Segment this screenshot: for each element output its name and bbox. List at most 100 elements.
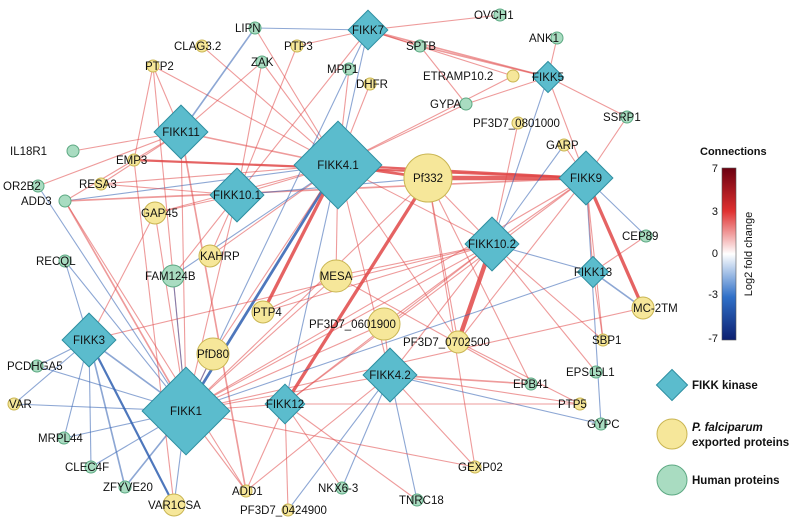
scale-tick: 7 [712,163,718,175]
node-ptp5 [573,397,587,411]
node-ptp2 [146,59,160,73]
edge-fikk7-ovch1 [367,14,501,31]
edge-fikk1-pf3d7-0601900 [185,323,385,412]
human-protein-circle [620,110,634,124]
edge-fikk10-2-sbp1 [491,243,604,341]
node-fikk3 [61,312,117,368]
edge-fikk10-2-garp [491,144,565,245]
node-label: OR2B2 [3,181,41,193]
node-label: FIKK5 [532,72,564,84]
node-recql [58,254,72,268]
node-etramp10-2 [506,69,520,83]
edge-fikk11-lipn [180,27,256,133]
node-cep89 [639,229,653,243]
human-protein-circle [31,179,45,193]
node-mrpl44 [57,431,71,445]
edge-fikk9-fikk1 [185,177,587,412]
exported-protein-circle [239,484,253,498]
node-label: FAM124B [145,271,196,283]
edge-ptp5-pf3d7-0702500 [457,341,581,405]
kinase-diamond [576,255,610,289]
edge-fikk9-pf3d7-0702500 [457,177,587,343]
exported-protein-circle [367,307,401,341]
node-eps15l1 [589,365,603,379]
human-protein-circle [161,264,185,288]
scale-tick: 0 [712,248,718,260]
node-fikk12 [264,383,306,425]
legend-human-symbol [656,464,688,496]
node-sptb [413,39,427,53]
node-label: SPTB [406,41,436,53]
node-mesa [319,259,353,293]
node-ovch1 [493,8,507,22]
node-label: ZFYVE20 [103,482,153,494]
kinase-diamond [61,312,117,368]
node-var [7,397,21,411]
edge-fikk9-gypc [585,177,602,425]
node-label: PTP3 [284,41,313,53]
edge-fikk10-2-eps15l1 [491,243,597,373]
edge-mesa-epb41 [335,275,532,385]
node-pf332 [403,153,453,203]
node-label: VAR [9,399,32,411]
color-scale-bar [721,167,737,341]
edge-fikk10-2-ptp4 [262,243,493,313]
node-label: SSRP1 [603,112,641,124]
exported-protein-circle [596,333,610,347]
exported-protein-circle [251,300,275,324]
edge-fikk5-sptb [419,45,549,78]
edge-fikk4-2-add1 [245,374,391,492]
kinase-diamond [209,167,265,223]
edge-fikk10-1-ptp3 [236,45,298,196]
edge-fikk12-tnrc18 [284,403,418,501]
human-protein-circle [524,377,538,391]
legend-exported-symbol [656,418,688,450]
scale-tick: -7 [708,333,718,345]
edge-pf332-epb41 [427,177,532,385]
node-label: IL18R1 [10,146,47,158]
node-label: SBP1 [592,335,621,347]
human-protein-circle [493,8,507,22]
node-clag3-2 [195,39,209,53]
edge-fikk7-fikk10-1 [236,29,369,196]
node-label: GYPC [587,419,620,431]
node-label: EPB41 [513,379,549,391]
scale-axis-label: Log2 fold change [743,212,755,296]
exported-protein-circle [94,177,108,191]
edge-fikk10-2-fikk4-2 [389,243,493,376]
human-protein-circle [594,417,608,431]
node-fikk5 [531,60,565,94]
node-label: PF3D7_0424900 [240,505,327,517]
edge-fikk12-add1 [245,403,286,492]
node-fikk7 [347,9,389,51]
node-label: PF3D7_0601900 [309,319,396,331]
exported-protein-circle [146,59,160,73]
kinase-diamond [141,366,231,456]
edge-fikk10-2-mesa [335,243,493,277]
edge-fikk9-mc-2tm [584,177,645,309]
node-il18r1 [66,144,80,158]
node-pfd80 [196,337,230,371]
node-tnrc18 [410,493,424,507]
exported-protein-circle [195,39,209,53]
edge-fikk4-1-add3 [64,164,339,202]
node-zfyve20 [118,480,132,494]
node-pcdhga5 [30,359,44,373]
edge-fikk10-2-fikk5 [491,76,549,245]
node-label: MPP1 [327,64,358,76]
kinase-diamond [153,104,209,160]
node-label: GEXP02 [458,462,503,474]
node-gypc [594,417,608,431]
node-sbp1 [596,333,610,347]
node-label: FIKK10.1 [213,190,261,202]
human-protein-circle [639,229,653,243]
human-protein-circle [57,431,71,445]
node-nkx6-3 [335,481,349,495]
exported-protein-circle [198,244,222,268]
edge-fikk3-zfyve20 [88,339,126,488]
node-fikk4-2 [362,347,418,403]
edge-fikk1-fikk13 [185,271,594,412]
node-label: CLEC4F [65,462,109,474]
legend-kinase-symbol [655,368,689,402]
